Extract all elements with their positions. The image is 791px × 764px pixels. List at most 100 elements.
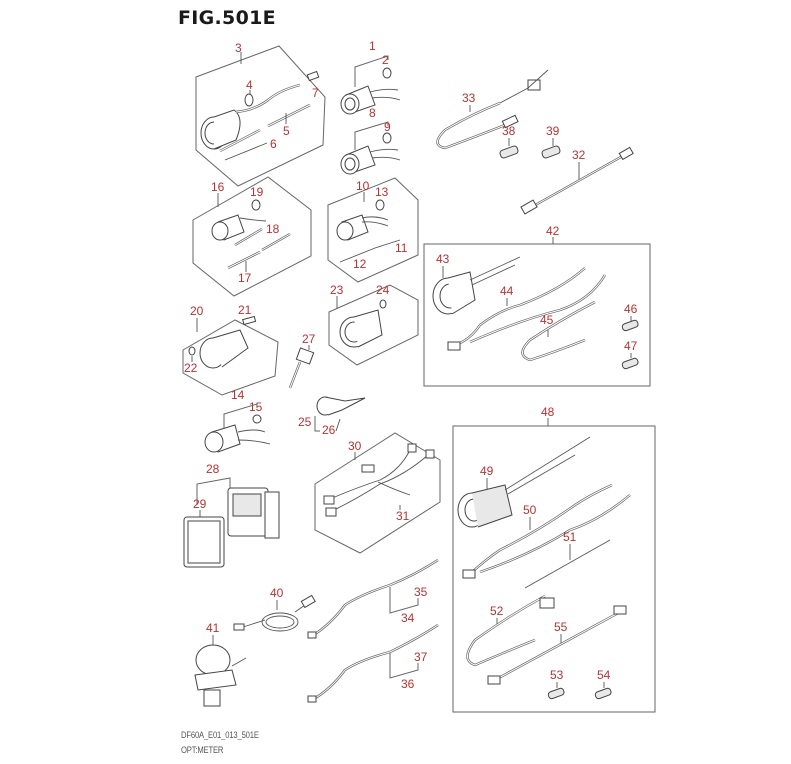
bulb-icon[interactable] <box>251 199 261 211</box>
connector-icon[interactable] <box>307 631 317 639</box>
connector-icon[interactable] <box>242 315 257 326</box>
callout-1[interactable]: 1 <box>369 39 376 53</box>
cap-icon[interactable] <box>621 319 639 332</box>
switch-icon[interactable] <box>316 396 366 416</box>
callout-24[interactable]: 24 <box>376 283 390 297</box>
connector-icon[interactable] <box>407 443 417 453</box>
connector-icon[interactable] <box>618 146 634 161</box>
callout-2[interactable]: 2 <box>382 53 389 67</box>
callout-43[interactable]: 43 <box>436 252 450 266</box>
cover-icon[interactable] <box>183 516 225 568</box>
callout-39[interactable]: 39 <box>546 124 560 138</box>
callout-17[interactable]: 17 <box>238 271 252 285</box>
callout-42[interactable]: 42 <box>546 224 560 238</box>
callout-44[interactable]: 44 <box>500 284 514 298</box>
connector-icon[interactable] <box>325 507 337 517</box>
buzzer-icon[interactable] <box>194 644 247 707</box>
gauge-icon[interactable] <box>204 424 241 453</box>
bulb-icon[interactable] <box>379 299 387 309</box>
callout-33[interactable]: 33 <box>462 91 476 105</box>
callout-20[interactable]: 20 <box>190 304 204 318</box>
callout-41[interactable]: 41 <box>206 621 220 635</box>
gauge-icon[interactable] <box>200 109 241 150</box>
callout-29[interactable]: 29 <box>193 497 207 511</box>
callout-9[interactable]: 9 <box>384 120 391 134</box>
callout-47[interactable]: 47 <box>624 339 638 353</box>
callout-45[interactable]: 45 <box>540 313 554 327</box>
cap-icon[interactable] <box>499 145 519 159</box>
callout-27[interactable]: 27 <box>302 332 316 346</box>
connector-icon[interactable] <box>323 495 335 505</box>
callout-49[interactable]: 49 <box>480 464 494 478</box>
callout-8[interactable]: 8 <box>369 106 376 120</box>
callout-46[interactable]: 46 <box>624 302 638 316</box>
callout-21[interactable]: 21 <box>238 303 252 317</box>
connector-icon[interactable] <box>306 70 320 82</box>
connector-icon[interactable] <box>462 569 476 579</box>
callout-13[interactable]: 13 <box>375 185 389 199</box>
sender-icon[interactable] <box>288 347 315 389</box>
rod-icon[interactable] <box>219 128 261 153</box>
display-unit-icon[interactable] <box>227 487 280 539</box>
callout-38[interactable]: 38 <box>502 124 516 138</box>
callout-14[interactable]: 14 <box>231 388 245 402</box>
bulb-icon[interactable] <box>382 67 392 79</box>
callout-5[interactable]: 5 <box>283 124 290 138</box>
rod-icon[interactable] <box>261 232 291 252</box>
callout-10[interactable]: 10 <box>356 179 370 193</box>
callout-37[interactable]: 37 <box>414 650 428 664</box>
digital-gauge-icon[interactable] <box>457 484 513 528</box>
connector-icon[interactable] <box>447 341 461 351</box>
callout-26[interactable]: 26 <box>322 423 336 437</box>
digital-gauge-icon[interactable] <box>432 271 476 315</box>
callout-48[interactable]: 48 <box>541 405 555 419</box>
callout-7[interactable]: 7 <box>312 86 319 100</box>
callout-35[interactable]: 35 <box>414 585 428 599</box>
gauge-icon[interactable] <box>340 85 376 115</box>
callout-28[interactable]: 28 <box>206 462 220 476</box>
terminator-icon[interactable] <box>541 145 561 159</box>
callout-30[interactable]: 30 <box>348 439 362 453</box>
gauge-icon[interactable] <box>340 145 376 175</box>
callout-53[interactable]: 53 <box>550 668 564 682</box>
callout-55[interactable]: 55 <box>554 620 568 634</box>
connector-icon[interactable] <box>487 675 501 685</box>
callout-40[interactable]: 40 <box>270 586 284 600</box>
bulb-icon[interactable] <box>382 132 392 144</box>
connector-icon[interactable] <box>361 464 375 473</box>
terminator-icon[interactable] <box>594 687 612 700</box>
callout-54[interactable]: 54 <box>597 668 611 682</box>
terminator-icon[interactable] <box>621 357 639 370</box>
gauge-icon[interactable] <box>199 329 249 369</box>
gauge-icon[interactable] <box>339 309 383 348</box>
callout-52[interactable]: 52 <box>490 604 504 618</box>
bulb-icon[interactable] <box>188 346 196 356</box>
cap-icon[interactable] <box>547 687 565 700</box>
callout-32[interactable]: 32 <box>572 148 586 162</box>
bulb-icon[interactable] <box>375 199 385 211</box>
callout-15[interactable]: 15 <box>249 400 263 414</box>
callout-31[interactable]: 31 <box>396 509 410 523</box>
gauge-icon[interactable] <box>336 214 369 241</box>
callout-11[interactable]: 11 <box>395 241 408 255</box>
callout-34[interactable]: 34 <box>401 611 415 625</box>
cable-coil-icon[interactable] <box>233 594 316 632</box>
bulb-icon[interactable] <box>252 414 262 424</box>
callout-25[interactable]: 25 <box>298 415 312 429</box>
callout-50[interactable]: 50 <box>523 503 537 517</box>
callout-19[interactable]: 19 <box>250 185 264 199</box>
callout-4[interactable]: 4 <box>246 78 253 92</box>
callout-18[interactable]: 18 <box>266 222 280 236</box>
connector-icon[interactable] <box>539 597 555 609</box>
connector-icon[interactable] <box>307 695 317 703</box>
rod-icon[interactable] <box>227 250 261 270</box>
connector-icon[interactable] <box>501 114 519 129</box>
callout-3[interactable]: 3 <box>235 41 242 55</box>
callout-51[interactable]: 51 <box>563 530 577 544</box>
gauge-icon[interactable] <box>211 214 245 241</box>
connector-icon[interactable] <box>425 449 435 459</box>
callout-12[interactable]: 12 <box>353 257 367 271</box>
callout-23[interactable]: 23 <box>330 283 344 297</box>
callout-6[interactable]: 6 <box>270 137 277 151</box>
callout-36[interactable]: 36 <box>401 677 415 691</box>
